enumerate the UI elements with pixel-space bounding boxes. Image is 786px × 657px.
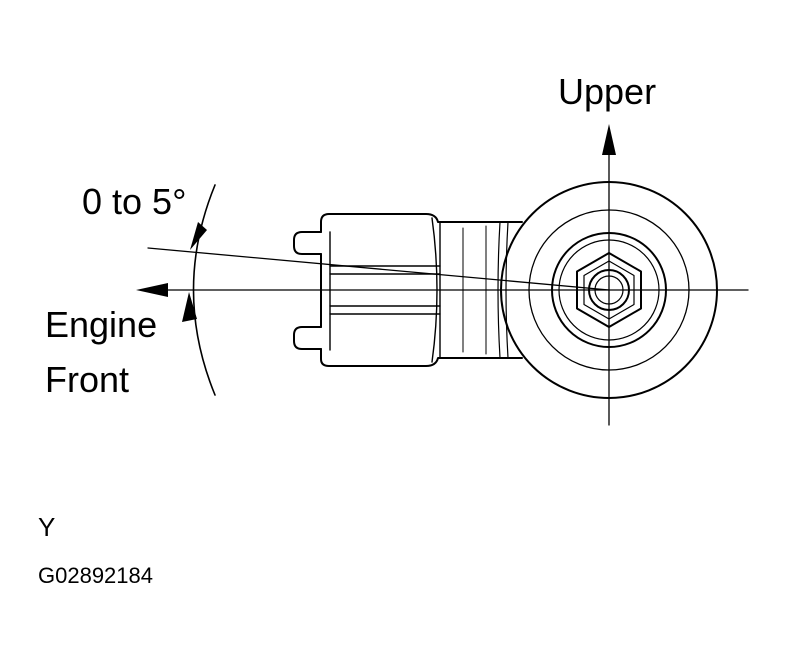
curved-arrow-icon	[182, 222, 207, 322]
angle-arc	[192, 184, 216, 396]
angle-label: 0 to 5°	[82, 181, 187, 222]
engine-label: Engine	[45, 304, 158, 345]
sensor-head	[500, 181, 718, 399]
arrow-up-icon	[602, 124, 616, 155]
hex-nut	[576, 252, 642, 328]
angle-line	[147, 247, 610, 291]
figure-code: G02892184	[38, 563, 153, 588]
arrow-left-icon	[136, 283, 168, 297]
view-label: Y	[38, 512, 56, 542]
upper-label: Upper	[558, 71, 657, 112]
sensor-body	[293, 213, 523, 367]
front-label: Front	[45, 359, 130, 400]
